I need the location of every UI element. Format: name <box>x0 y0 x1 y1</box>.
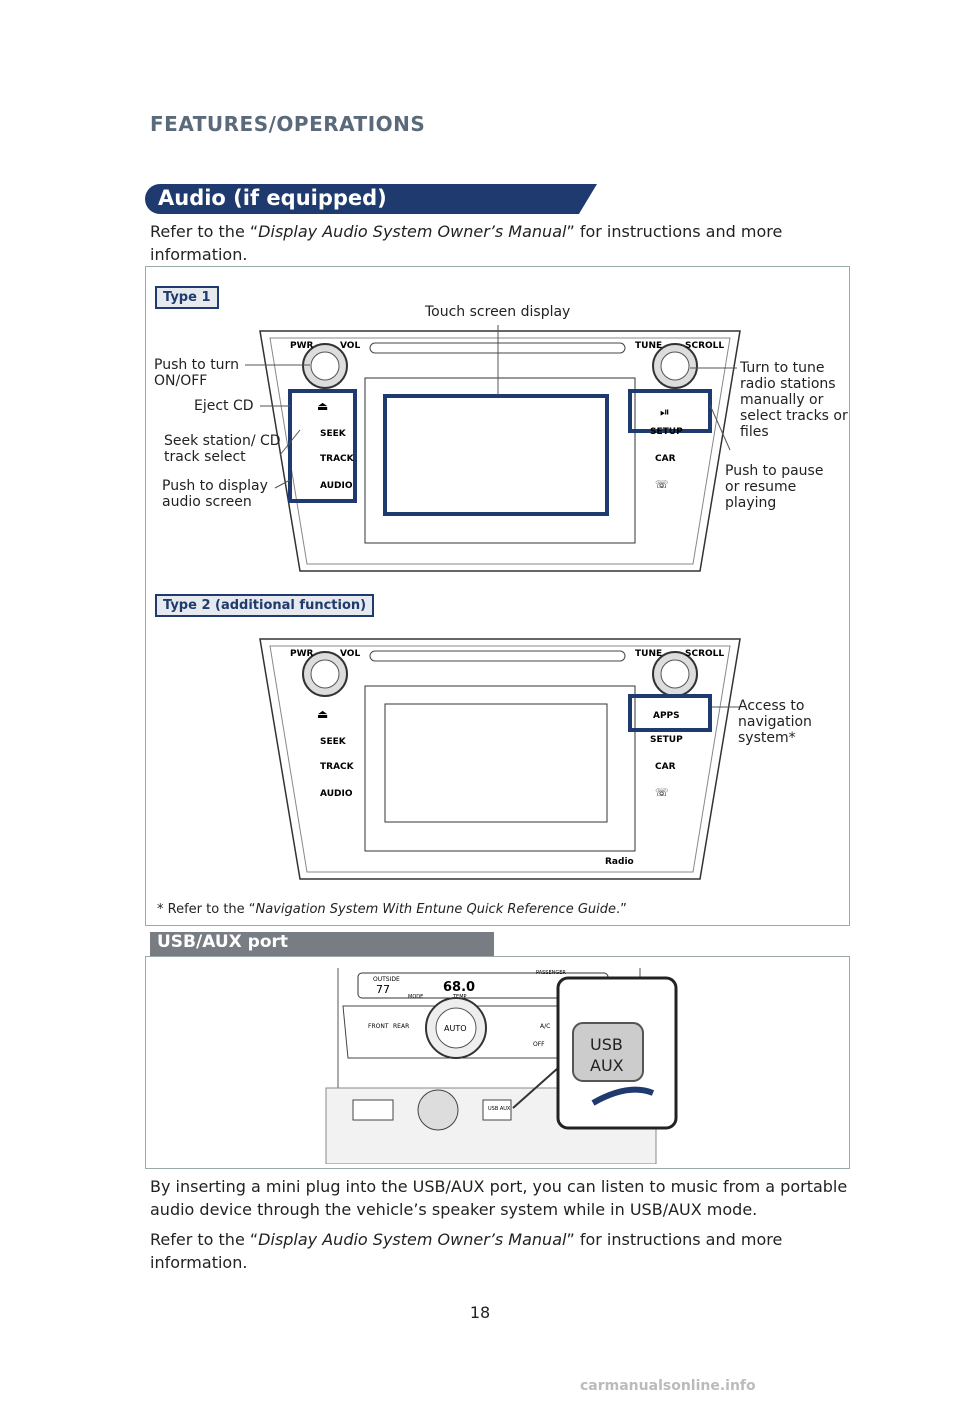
car-label: CAR <box>655 454 676 464</box>
audio-title: Audio (if equipped) <box>158 186 387 210</box>
nav-callout-line <box>712 706 740 708</box>
seek-label-2: SEEK <box>320 737 347 747</box>
type1-tag: Type 1 <box>155 286 219 309</box>
mode-label: MODE <box>408 994 423 1000</box>
front-label: FRONT <box>368 1023 389 1030</box>
intro-post: ” for instructions and more information. <box>150 222 783 264</box>
usb-ref-pre: Refer to the “ <box>150 1230 259 1249</box>
tune-callout: Turn to tune radio stations manually or … <box>740 360 848 440</box>
tune-label: TUNE <box>635 341 662 351</box>
section-heading: FEATURES/OPERATIONS <box>150 112 426 136</box>
audio-title-banner <box>145 184 597 214</box>
auto-label: AUTO <box>444 1024 467 1033</box>
scroll-label: SCROLL <box>685 341 724 351</box>
eject-label: Eject CD <box>194 398 254 414</box>
audio-figure-box <box>145 266 850 926</box>
hd-radio-label: Radio <box>605 857 634 867</box>
track-label-2: TRACK <box>320 762 355 772</box>
audio-screen-callout: Push to display audio screen <box>162 478 268 510</box>
vol-label-2: VOL <box>340 649 360 659</box>
touch-screen-label: Touch screen display <box>425 304 571 320</box>
power-label: Push to turn ON/OFF <box>154 357 239 389</box>
ac-label: A/C <box>540 1023 550 1030</box>
usb-title: USB/AUX port <box>157 932 289 952</box>
usb-ref-manual-title: Display Audio System Owner’s Manual <box>258 1230 567 1249</box>
footnote-guide-title: Navigation System With Entune Quick Refe… <box>255 902 616 917</box>
setup-label: SETUP <box>650 427 683 437</box>
audio-button-label: AUDIO <box>320 481 353 491</box>
page-number: 18 <box>469 1303 491 1322</box>
pwr-label-2: PWR <box>290 649 314 659</box>
usb-paragraph: By inserting a mini plug into the USB/AU… <box>150 1177 848 1219</box>
temp-label: TEMP <box>452 994 467 1000</box>
zoom-usb-label: USB <box>590 1035 623 1054</box>
seek-callout: Seek station/ CD track select <box>164 433 281 465</box>
eject-icon: ⏏ <box>317 399 328 413</box>
pause-callout: Push to pause or resume playing <box>725 463 824 511</box>
footnote: * Refer to the “Navigation System With E… <box>157 902 627 917</box>
footnote-pre: * Refer to the “ <box>157 902 256 917</box>
type2-head-unit: PWR VOL TUNE SCROLL ⏏ SEEK TRACK AUDIO A… <box>259 638 741 880</box>
vol-label: VOL <box>340 341 360 351</box>
phone-icon: ☏ <box>655 478 669 491</box>
usb-reference: Refer to the “Display Audio System Owner… <box>150 1228 870 1274</box>
zoom-aux-label: AUX <box>590 1056 624 1075</box>
scroll-label-2: SCROLL <box>685 649 724 659</box>
audio-button-label-2: AUDIO <box>320 789 353 799</box>
pwr-label: PWR <box>290 341 314 351</box>
apps-label: APPS <box>653 711 680 721</box>
type1-head-unit: PWR VOL TUNE SCROLL ⏏ SEEK TRACK AUDIO ⏯… <box>259 330 741 572</box>
watermark: carmanualsonline.info <box>580 1378 756 1394</box>
play-pause-icon: ⏯ <box>660 405 670 419</box>
passenger-label: PASSENGER <box>536 970 566 976</box>
outside-temp: 77 <box>376 983 390 996</box>
footnote-post: .” <box>616 902 627 917</box>
type1-callouts <box>245 325 737 489</box>
setup-label-2: SETUP <box>650 735 683 745</box>
usb-small-label: USB AUX <box>488 1106 511 1112</box>
intro-pre: Refer to the “ <box>150 222 259 241</box>
nav-callout: Access to navigation system* <box>738 698 812 746</box>
usb-figure-box <box>145 956 850 1169</box>
tune-label-2: TUNE <box>635 649 662 659</box>
off-label: OFF <box>533 1041 545 1048</box>
seek-label: SEEK <box>320 429 347 439</box>
usb-console-illustration: OUTSIDE 77 68.0 MODE TEMP PASSENGER AUTO… <box>325 968 678 1164</box>
set-temp: 68.0 <box>443 980 475 995</box>
intro-manual-title: Display Audio System Owner’s Manual <box>258 222 567 241</box>
track-label: TRACK <box>320 454 355 464</box>
usb-title-bar <box>150 932 494 956</box>
car-label-2: CAR <box>655 762 676 772</box>
rear-label: REAR <box>393 1023 409 1030</box>
outside-label: OUTSIDE <box>373 976 400 983</box>
phone-icon-2: ☏ <box>655 786 669 799</box>
audio-intro: Refer to the “Display Audio System Owner… <box>150 220 830 266</box>
usb-ref-post: ” for instructions and more information. <box>150 1230 783 1272</box>
type2-tag: Type 2 (additional function) <box>155 594 375 617</box>
eject-icon-2: ⏏ <box>317 707 328 721</box>
